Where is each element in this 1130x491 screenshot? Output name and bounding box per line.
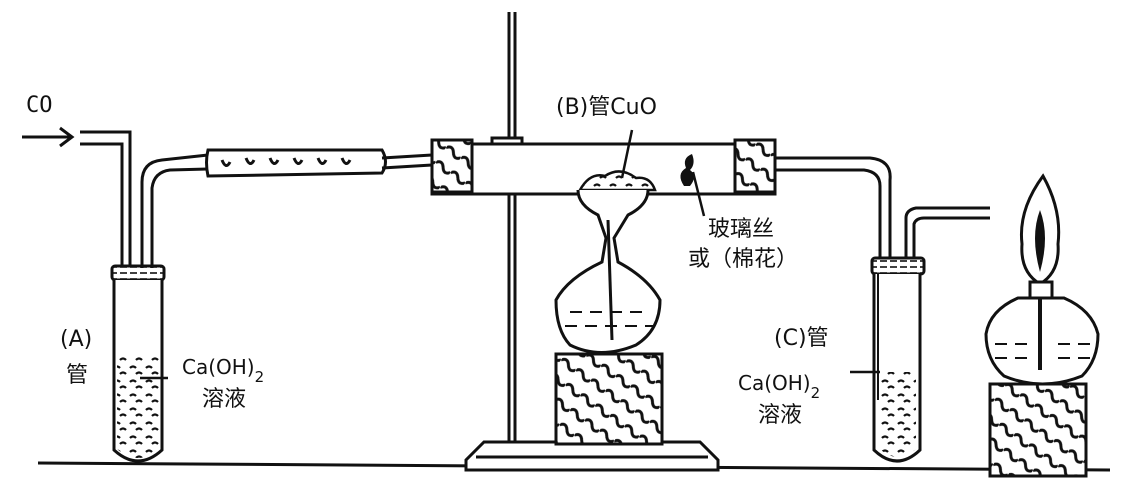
co-label: CO [26,93,53,118]
stopper-left [430,138,474,194]
solution-c-liquid [880,372,916,457]
drying-tube [205,148,433,178]
burner-b-base [554,352,664,446]
alcohol-lamp-c [984,173,1100,478]
solution-a-liquid [117,355,159,458]
connector-tube-c [775,156,892,258]
tube-b [430,138,777,196]
solution-a-name: 溶液 [202,387,246,412]
leader-lines [140,129,880,380]
solution-c-name: 溶液 [758,403,802,428]
glass-wool-label-line2: 或（棉花） [688,247,798,272]
tube-c-label: (C)管 [774,326,829,351]
tube-a-word: 管 [66,363,88,388]
co-inlet-arrow [22,126,75,148]
glass-wool [680,154,694,186]
glass-wool-label-line1: 玻璃丝 [708,217,774,242]
burner-b [554,189,664,446]
burner-c-base [988,382,1088,478]
connector-tube-a [140,153,209,268]
test-tube-c [870,206,990,463]
tube-a-letter: (A) [60,327,92,352]
tube-b-label: (B)管CuO [556,95,657,120]
stopper-right [733,138,777,194]
solution-c-formula: Ca(OH)2 [738,371,820,402]
solution-a-formula: Ca(OH)2 [182,355,264,386]
test-tube-a [110,264,166,463]
